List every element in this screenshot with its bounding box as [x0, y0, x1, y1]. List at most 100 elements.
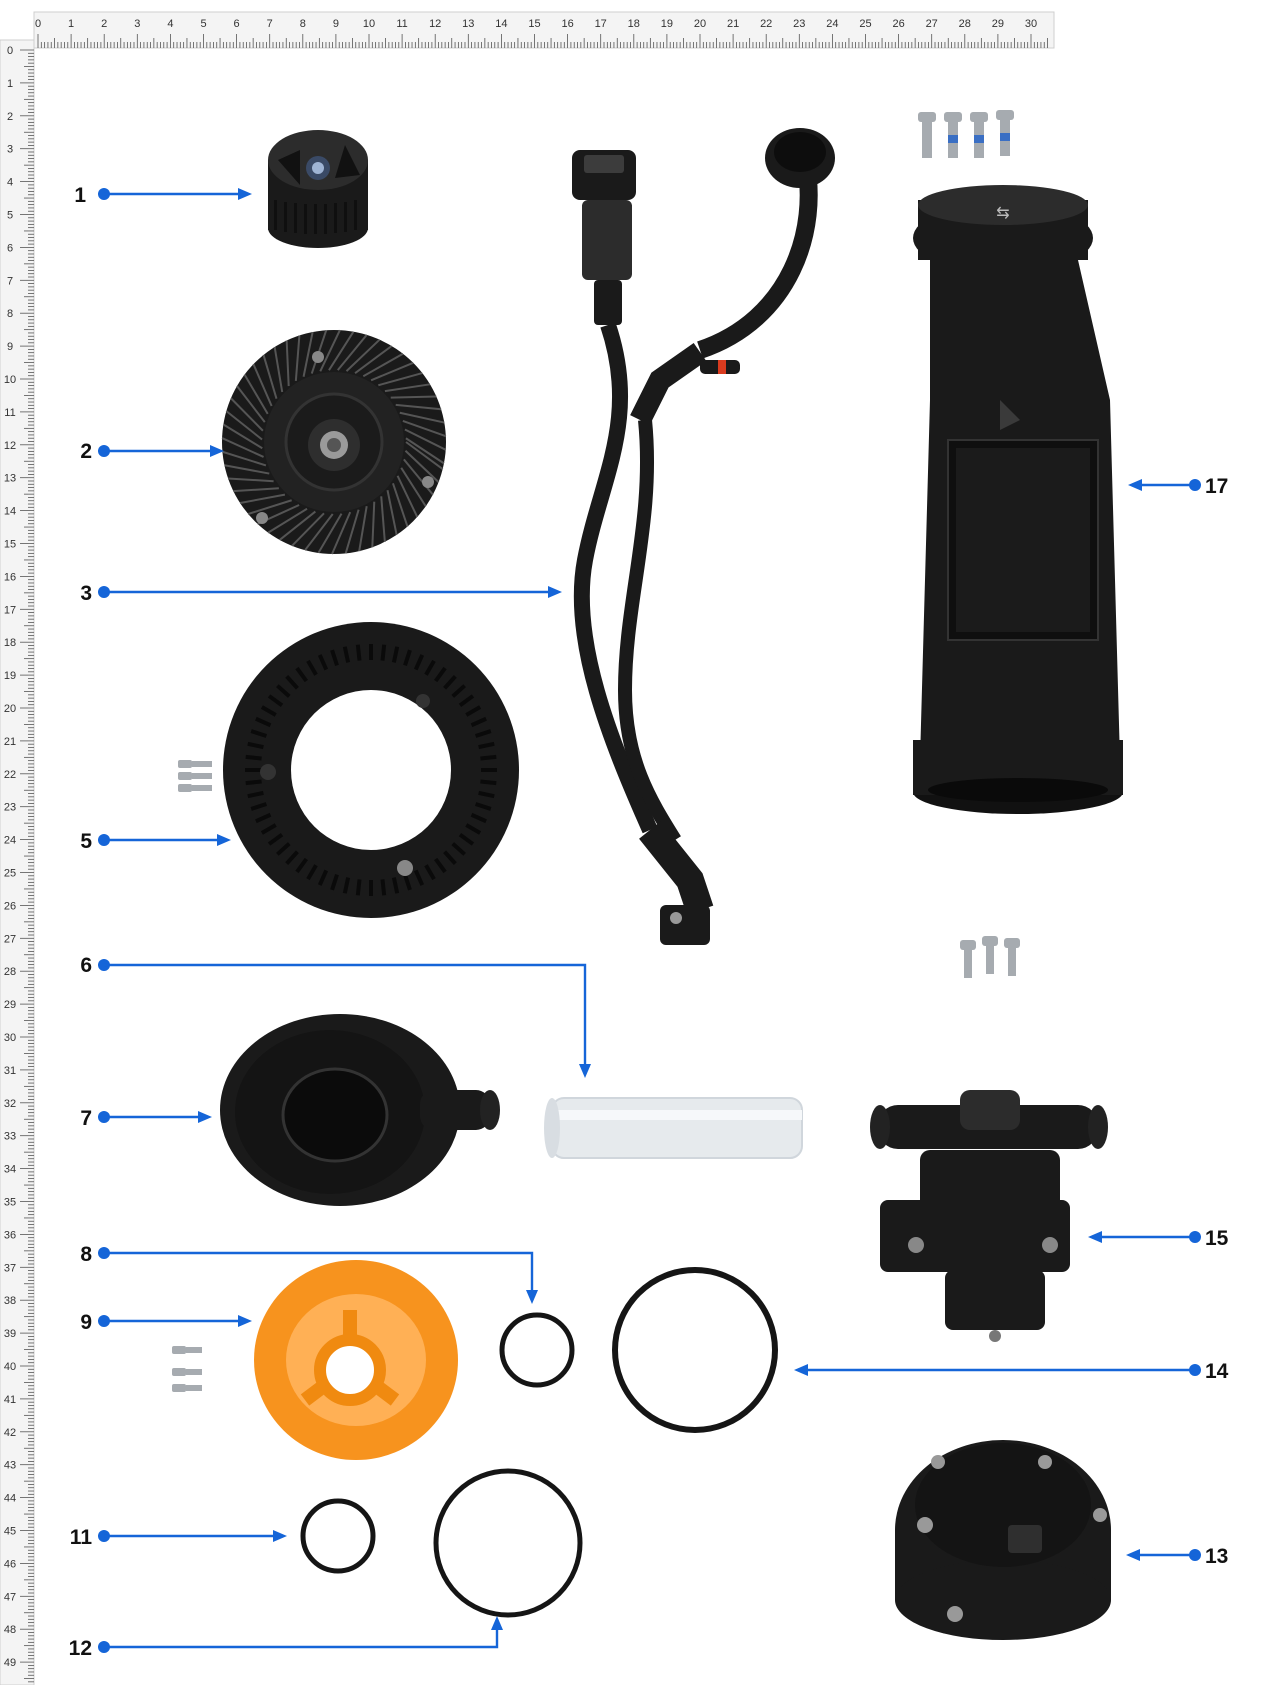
ring-slot: [306, 659, 318, 676]
impeller-blade: [294, 335, 301, 382]
callout-8: 8: [80, 1243, 92, 1266]
callout-11: 11: [70, 1526, 93, 1549]
ring-slot: [245, 779, 262, 786]
impeller-blade: [386, 489, 398, 536]
part-1-knob: [268, 130, 368, 248]
ring-slot: [306, 864, 318, 881]
ring-slot: [342, 646, 351, 663]
top-ruler-label: 15: [528, 18, 540, 30]
left-ruler-label: 3: [7, 144, 13, 156]
top-ruler-label: 1: [68, 18, 74, 30]
ring-slot: [355, 644, 362, 661]
ring-slot: [267, 694, 284, 707]
top-ruler-label: 13: [462, 18, 474, 30]
ring-slot: [391, 646, 400, 663]
ring-slot: [276, 842, 291, 856]
impeller-blade: [370, 361, 414, 382]
callout-2: 2: [80, 440, 92, 463]
top-ruler-label: 14: [495, 18, 507, 30]
ring-slot: [470, 716, 487, 728]
top-ruler-label: 5: [200, 18, 206, 30]
top-ruler-label: 20: [694, 18, 706, 30]
impeller-blade: [328, 331, 355, 371]
ring-slot: [330, 649, 339, 667]
leader-9: [98, 1315, 252, 1327]
ring-slot: [413, 654, 425, 671]
top-ruler-label: 23: [793, 18, 805, 30]
callout-1: 1: [74, 184, 86, 207]
impeller-blade: [319, 329, 341, 372]
impeller-blade: [336, 334, 368, 371]
callout-12: 12: [69, 1637, 92, 1660]
top-ruler-label: 8: [300, 18, 306, 30]
ring-slot: [480, 779, 497, 786]
left-ruler-label: 0: [7, 45, 13, 57]
ring-slot: [355, 879, 362, 896]
leader-13: [1126, 1549, 1201, 1561]
left-ruler-label: 24: [4, 835, 16, 847]
left-ruler-label: 25: [4, 868, 16, 880]
ring-slot: [317, 869, 329, 886]
ring-slot: [470, 812, 487, 824]
leader-12: [98, 1616, 503, 1653]
ring-slot: [434, 857, 447, 874]
impeller-blade: [358, 505, 368, 552]
top-ruler-label: 26: [892, 18, 904, 30]
top-ruler-label: 27: [926, 18, 938, 30]
left-ruler-label: 21: [4, 736, 16, 748]
impeller-blade: [302, 331, 314, 377]
ring-slot: [443, 675, 457, 690]
ring-slot: [380, 644, 387, 661]
ring-slot: [458, 694, 475, 707]
left-ruler-label: 47: [4, 1591, 16, 1603]
part-9-orange-cover: [254, 1260, 458, 1460]
ring-slot: [342, 877, 351, 894]
left-ruler-label: 20: [4, 703, 16, 715]
impeller-blade: [252, 363, 273, 407]
left-ruler-label: 23: [4, 802, 16, 814]
top-ruler-label: 28: [959, 18, 971, 30]
ring-slot: [369, 880, 373, 896]
leader-2: [98, 445, 224, 457]
part-3-wire-harness: [572, 128, 835, 945]
callout-6: 6: [80, 954, 92, 977]
ring-slot: [295, 857, 308, 874]
left-ruler-label: 5: [7, 210, 13, 222]
ring-slot: [267, 833, 284, 846]
top-ruler-label: 19: [661, 18, 673, 30]
left-ruler-label: 41: [4, 1394, 16, 1406]
impeller-blade: [405, 441, 444, 470]
ring-slot: [391, 877, 400, 894]
left-ruler-label: 39: [4, 1328, 16, 1340]
impeller-blade: [243, 374, 269, 415]
impeller-blade: [405, 437, 445, 465]
screws-set-mid: [960, 936, 1020, 978]
impeller-blade: [267, 507, 308, 534]
left-ruler-label: 19: [4, 670, 16, 682]
leader-lines: [98, 188, 1201, 1653]
ring-slot: [250, 729, 268, 738]
left-ruler-label: 9: [7, 341, 13, 353]
screws-set-part9: [172, 1346, 202, 1392]
impeller-blade: [395, 403, 442, 411]
part-17-housing: ⇆: [913, 185, 1123, 814]
ring-slot: [255, 812, 272, 824]
impeller-blade: [291, 512, 325, 547]
callout-3: 3: [80, 582, 92, 605]
left-ruler-label: 49: [4, 1657, 16, 1669]
impeller-blade: [380, 496, 386, 542]
ring-slot: [255, 716, 272, 728]
impeller-blade: [384, 383, 431, 393]
impeller-blade: [285, 340, 290, 387]
leader-14: [794, 1364, 1201, 1376]
impeller-blade: [233, 487, 279, 493]
impeller-blade: [403, 458, 434, 496]
impeller-blade: [378, 372, 423, 387]
left-ruler-label: 15: [4, 539, 16, 551]
left-ruler-label: 43: [4, 1460, 16, 1472]
impeller-blade: [400, 467, 427, 507]
leader-8: [98, 1247, 538, 1304]
impeller-blade: [396, 475, 419, 518]
